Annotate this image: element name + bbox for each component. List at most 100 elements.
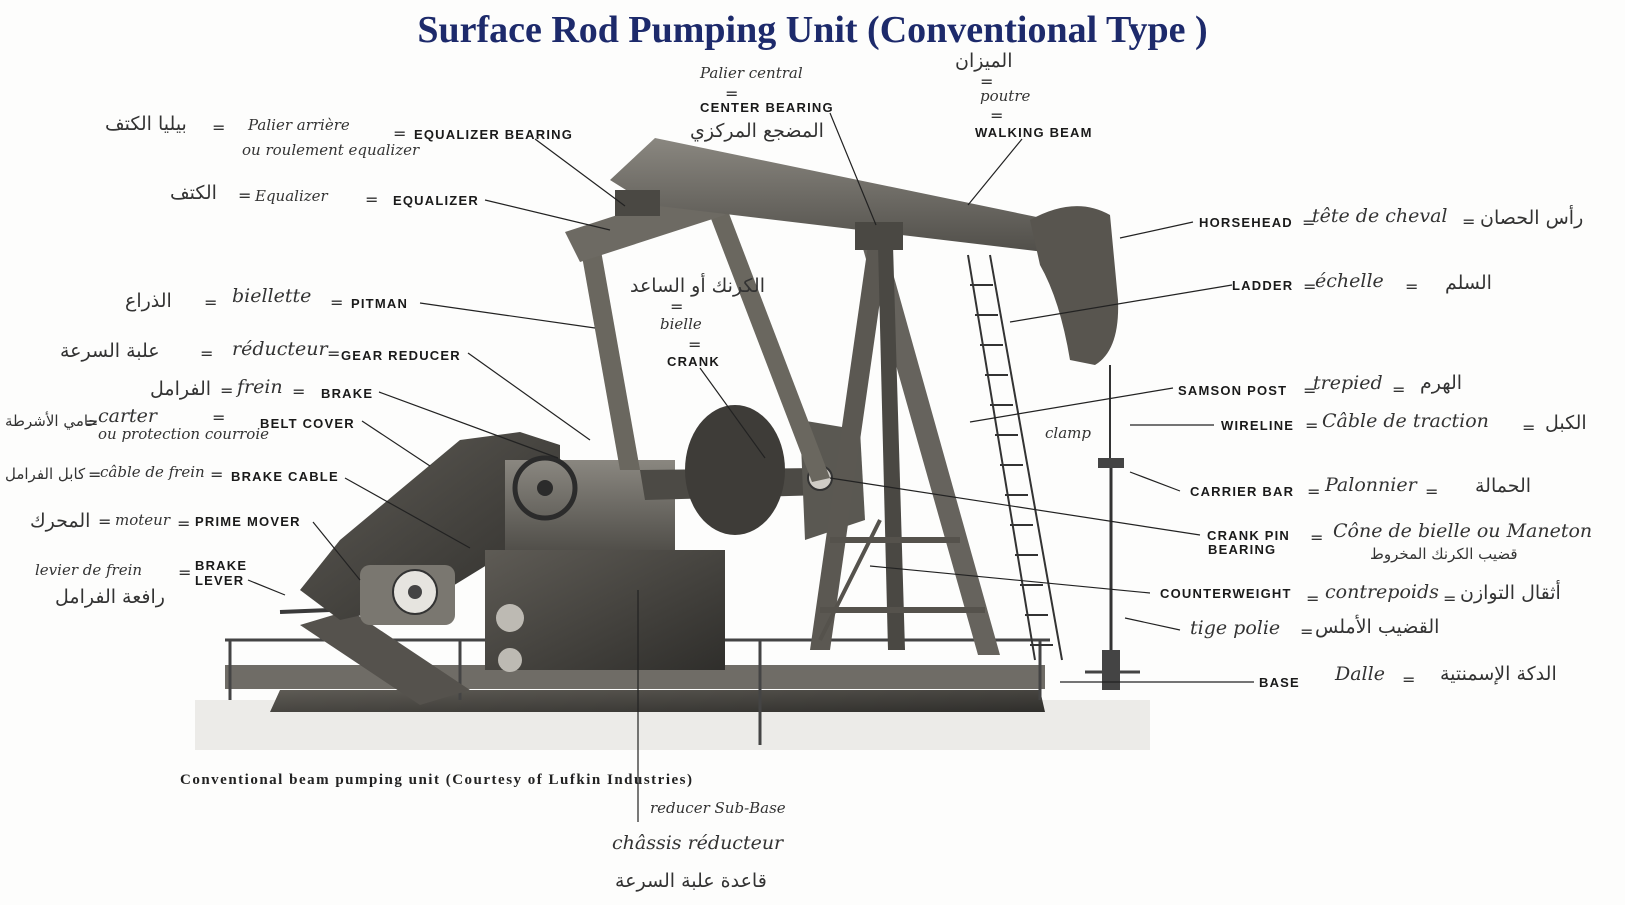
note-pitman-ar: الذراع bbox=[125, 290, 172, 312]
label-wireline: WIRELINE bbox=[1221, 418, 1295, 433]
base-skid bbox=[270, 690, 1045, 712]
horsehead bbox=[1030, 206, 1119, 365]
note-belt-cover-ar: حامي الأشرطة bbox=[5, 412, 98, 430]
note-contrepoids: contrepoids bbox=[1325, 581, 1439, 603]
note-levier-de-frein: levier de frein bbox=[35, 561, 143, 579]
eq-sign: = bbox=[330, 293, 344, 312]
eq-sign: = bbox=[1303, 277, 1317, 296]
note-palier-central: Palier central bbox=[700, 64, 803, 82]
eq-sign: = bbox=[1402, 670, 1416, 689]
eq-sign: = bbox=[1392, 380, 1406, 399]
label-samson-post: SAMSON POST bbox=[1178, 383, 1288, 398]
eq-sign: = bbox=[725, 84, 739, 103]
note-tete-de-cheval: tête de cheval bbox=[1312, 205, 1448, 227]
note-ladder-ar: السلم bbox=[1445, 272, 1492, 294]
eq-sign: = bbox=[1310, 528, 1324, 547]
eq-sign: = bbox=[98, 512, 112, 531]
note-prime-mover-ar: المحرك bbox=[30, 510, 91, 532]
counterweight bbox=[685, 405, 785, 535]
label-equalizer: EQUALIZER bbox=[393, 193, 479, 208]
note-carrier-bar-ar: الحمالة bbox=[1475, 475, 1532, 497]
note-cable-de-frein: câble de frein bbox=[100, 463, 205, 481]
note-samson-post-ar: الهرم bbox=[1420, 372, 1463, 394]
eq-sign: = bbox=[670, 297, 684, 316]
eq-sign: = bbox=[1522, 418, 1536, 437]
note-cable-de-traction: Câble de traction bbox=[1322, 410, 1489, 432]
eq-sign: = bbox=[365, 190, 379, 209]
note-cone-de-bielle: Cône de bielle ou Maneton bbox=[1333, 520, 1593, 542]
samson-post-rear bbox=[810, 245, 888, 650]
eq-sign: = bbox=[204, 293, 218, 312]
note-poutre: poutre bbox=[980, 87, 1031, 105]
note-tige-polie: tige polie bbox=[1190, 617, 1281, 639]
note-brake-cable-ar: كابل الفرامل bbox=[5, 465, 86, 483]
eq-sign: = bbox=[212, 118, 226, 137]
label-gear-reducer: GEAR REDUCER bbox=[341, 348, 461, 363]
eq-sign: = bbox=[1302, 213, 1316, 232]
carrier-bar bbox=[1098, 458, 1124, 468]
note-polished-rod-ar: القضيب الأملس bbox=[1315, 616, 1440, 638]
eq-sign: = bbox=[990, 106, 1004, 125]
note-echelle: échelle bbox=[1315, 270, 1384, 292]
eq-sign: = bbox=[238, 186, 252, 205]
label-brake-cable: BRAKE CABLE bbox=[231, 469, 339, 484]
eq-sign: = bbox=[327, 344, 341, 363]
note-brake-lever-ar: رافعة الفرامل bbox=[55, 586, 165, 608]
label-belt-cover: BELT COVER bbox=[260, 416, 355, 431]
note-crank-ar: الكرنك أو الساعد bbox=[630, 275, 765, 297]
label-carrier-bar: CARRIER BAR bbox=[1190, 484, 1295, 499]
eq-sign: = bbox=[220, 381, 234, 400]
eq-sign: = bbox=[212, 408, 226, 427]
note-horsehead-ar: رأس الحصان bbox=[1480, 207, 1584, 229]
pitman-right bbox=[700, 190, 830, 482]
stair-frame bbox=[300, 610, 470, 705]
note-equalizer-fr: Equalizer bbox=[255, 187, 328, 205]
note-biellette: biellette bbox=[232, 285, 312, 307]
note-walking-beam-ar: الميزان bbox=[955, 50, 1013, 72]
eq-sign: = bbox=[200, 344, 214, 363]
label-horsehead: HORSEHEAD bbox=[1199, 215, 1293, 230]
note-bielle: bielle bbox=[660, 315, 702, 333]
eq-sign: = bbox=[292, 382, 306, 401]
eq-sign: = bbox=[178, 563, 192, 582]
note-chassis-reducteur: châssis réducteur bbox=[612, 832, 784, 854]
label-prime-mover: PRIME MOVER bbox=[195, 514, 301, 529]
note-wireline-ar: الكبل bbox=[1545, 412, 1587, 434]
eq-sign: = bbox=[393, 124, 407, 143]
center-bearing bbox=[855, 222, 903, 250]
note-equalizer-ar: الكتف bbox=[170, 182, 217, 204]
figure-caption: Conventional beam pumping unit (Courtesy… bbox=[180, 772, 694, 788]
walking-beam bbox=[610, 138, 1095, 258]
note-trepied: trepied bbox=[1313, 372, 1383, 394]
note-palier-arriere: Palier arrière bbox=[248, 116, 350, 134]
label-ladder: LADDER bbox=[1232, 278, 1294, 293]
note-palonnier: Palonnier bbox=[1325, 474, 1417, 496]
eq-sign: = bbox=[85, 413, 99, 432]
note-base-ar: الدكة الإسمنتية bbox=[1440, 663, 1557, 685]
note-gear-reducer-ar: علبة السرعة bbox=[60, 340, 160, 362]
wellhead bbox=[1102, 650, 1120, 690]
label-pitman: PITMAN bbox=[351, 296, 409, 311]
leader-lines bbox=[247, 112, 1254, 822]
note-counterweight-ar: أثقال التوازن bbox=[1460, 582, 1561, 604]
eq-sign: = bbox=[1405, 277, 1419, 296]
label-crank-pin-bearing: BEARING bbox=[1208, 542, 1277, 557]
label-base: BASE bbox=[1259, 675, 1300, 690]
label-counterweight: COUNTERWEIGHT bbox=[1160, 586, 1292, 601]
note-clamp: clamp bbox=[1045, 424, 1091, 442]
label-center-bearing: CENTER BEARING bbox=[700, 100, 834, 115]
eq-sign: = bbox=[1306, 589, 1320, 608]
equalizer-bearing bbox=[615, 190, 660, 216]
eq-sign: = bbox=[177, 514, 191, 533]
eq-sign: = bbox=[1307, 482, 1321, 501]
diagram-title: Surface Rod Pumping Unit (Conventional T… bbox=[417, 9, 1208, 51]
eq-sign: = bbox=[210, 465, 224, 484]
eq-sign: = bbox=[1305, 416, 1319, 435]
pitman-left bbox=[580, 245, 640, 470]
eq-sign: = bbox=[1462, 212, 1476, 231]
eq-sign: = bbox=[1443, 589, 1457, 608]
eq-sign: = bbox=[1300, 622, 1314, 641]
label-walking-beam: WALKING BEAM bbox=[975, 125, 1093, 140]
